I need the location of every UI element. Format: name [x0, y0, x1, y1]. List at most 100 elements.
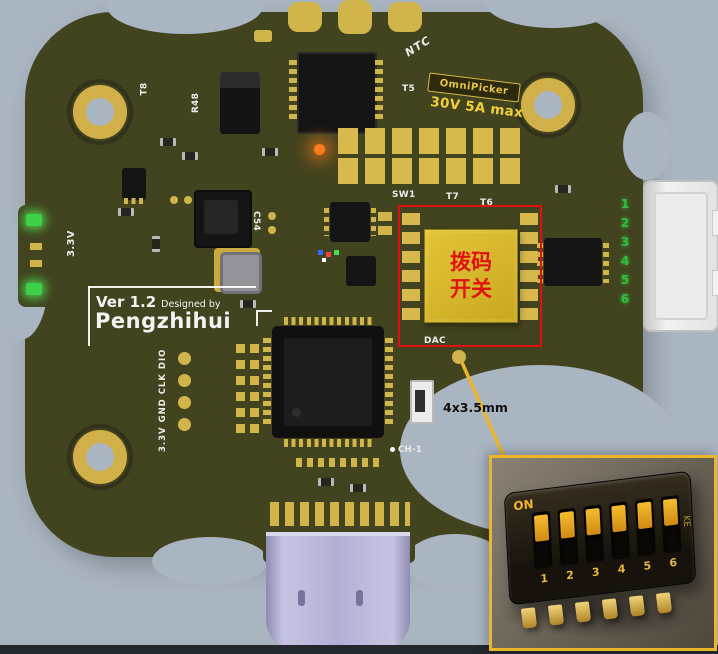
status-led	[314, 144, 325, 155]
led-tab	[18, 205, 54, 307]
smd-resistor	[118, 208, 134, 216]
silk-sw1: SW1	[392, 190, 416, 200]
swd-pad	[178, 418, 191, 431]
edge-cutout	[623, 112, 671, 180]
pin-row	[324, 208, 329, 236]
silk-c54: C54	[251, 210, 262, 232]
green-led	[26, 283, 42, 295]
switch-pin	[628, 595, 646, 617]
callout-line	[458, 357, 510, 467]
switch-slot	[609, 501, 630, 560]
designed-by-text: Designed by	[161, 299, 221, 310]
inset-photo: ON KE 1 2 3 4 5 6	[489, 455, 717, 651]
pin-row	[124, 198, 144, 204]
pad-grid	[250, 344, 259, 440]
swd-pad	[178, 396, 191, 409]
dip-switch[interactable]: 拨码 开关	[424, 229, 518, 323]
transistor	[122, 168, 146, 200]
pin-row	[289, 60, 297, 122]
switch-slider[interactable]	[585, 507, 601, 536]
dip-switch-label-line2: 开关	[450, 277, 492, 301]
bottom-bar	[0, 645, 718, 654]
switch-number: 5	[643, 558, 652, 573]
switch-slider[interactable]	[559, 511, 575, 539]
ic-right	[544, 238, 602, 286]
callout-anchor-dot	[452, 350, 466, 364]
smd-resistor	[240, 300, 256, 308]
via-pad	[268, 212, 276, 220]
solder-pad	[378, 212, 392, 221]
edge-cutout	[107, 0, 263, 34]
ic-sensor	[297, 52, 377, 134]
mcu-pins-bottom	[284, 439, 372, 447]
edge-cutout	[152, 537, 268, 585]
on-label: ON	[513, 496, 534, 514]
switch-slot	[634, 498, 656, 557]
ic-power-face	[204, 200, 238, 234]
switch-pin	[520, 607, 538, 629]
pin-number: 6	[620, 291, 630, 306]
pad-grid	[236, 344, 245, 440]
silk-box-line	[88, 286, 90, 346]
pin-number: 2	[620, 215, 630, 230]
author-name: Pengzhihui	[95, 309, 232, 333]
capacitor-row	[338, 158, 526, 184]
silk-t5: T5	[402, 84, 416, 94]
mounting-hole-top-left	[67, 79, 133, 145]
jst-latch	[712, 210, 718, 236]
edge-cutout	[405, 534, 505, 590]
smd-resistor	[555, 185, 571, 193]
solder-pad	[378, 226, 392, 235]
switch-number: 2	[565, 568, 575, 583]
ic-regulator	[220, 72, 260, 134]
silk-t8: T8	[139, 82, 150, 96]
switch-slider[interactable]	[533, 514, 550, 542]
antenna-pad	[288, 2, 322, 32]
switch-slider[interactable]	[611, 504, 627, 533]
silk-ch1: CH-1	[398, 445, 422, 455]
switch-slider[interactable]	[662, 498, 679, 527]
green-led	[334, 250, 339, 255]
dip-switch-3d[interactable]: ON KE 1 2 3 4 5 6	[503, 470, 697, 606]
capacitor-row	[338, 128, 526, 154]
antenna-pad	[388, 2, 422, 32]
dip-switch-pads-left	[402, 213, 420, 325]
usb-shell-slot	[298, 590, 305, 606]
smd-resistor	[262, 148, 278, 156]
ic-driver	[330, 202, 370, 242]
pad-row	[296, 458, 380, 467]
swd-pad	[178, 352, 191, 365]
pin-number: 1	[620, 196, 630, 211]
silk-box-line	[88, 286, 256, 288]
dip-switch-label-line1: 拨码	[450, 250, 492, 274]
switch-slot	[531, 510, 553, 570]
pin-number: 5	[620, 272, 630, 287]
mcu-pin1-dot	[292, 408, 301, 417]
mcu-pins-left	[263, 338, 271, 426]
switch-number: 4	[617, 562, 626, 577]
pin-number: 4	[620, 253, 630, 268]
crystal-window	[415, 390, 425, 412]
silk-3v3: 3.3V	[65, 230, 77, 257]
switch-slot	[660, 495, 682, 554]
switch-slider[interactable]	[637, 501, 653, 530]
smd-resistor	[318, 478, 334, 486]
silk-r48: R48	[191, 92, 202, 114]
crystal	[410, 380, 434, 424]
green-led	[26, 214, 42, 226]
silkscreen-corner-bracket	[256, 310, 272, 326]
usb-solder-pads	[270, 502, 410, 526]
switch-pin	[547, 604, 565, 626]
usb-c-connector[interactable]	[266, 532, 410, 650]
dip-switch-highlight-box	[398, 205, 542, 347]
smd-resistor	[152, 236, 160, 252]
mounting-hole-bottom-left	[67, 424, 133, 490]
silk-t7: T7	[446, 192, 460, 202]
solder-pad	[30, 243, 42, 250]
switch-slot	[583, 504, 605, 563]
version-number: Ver 1.2	[96, 293, 157, 311]
via-pad	[268, 226, 276, 234]
jst-latch	[712, 270, 718, 296]
jst-connector-slot	[654, 192, 708, 320]
